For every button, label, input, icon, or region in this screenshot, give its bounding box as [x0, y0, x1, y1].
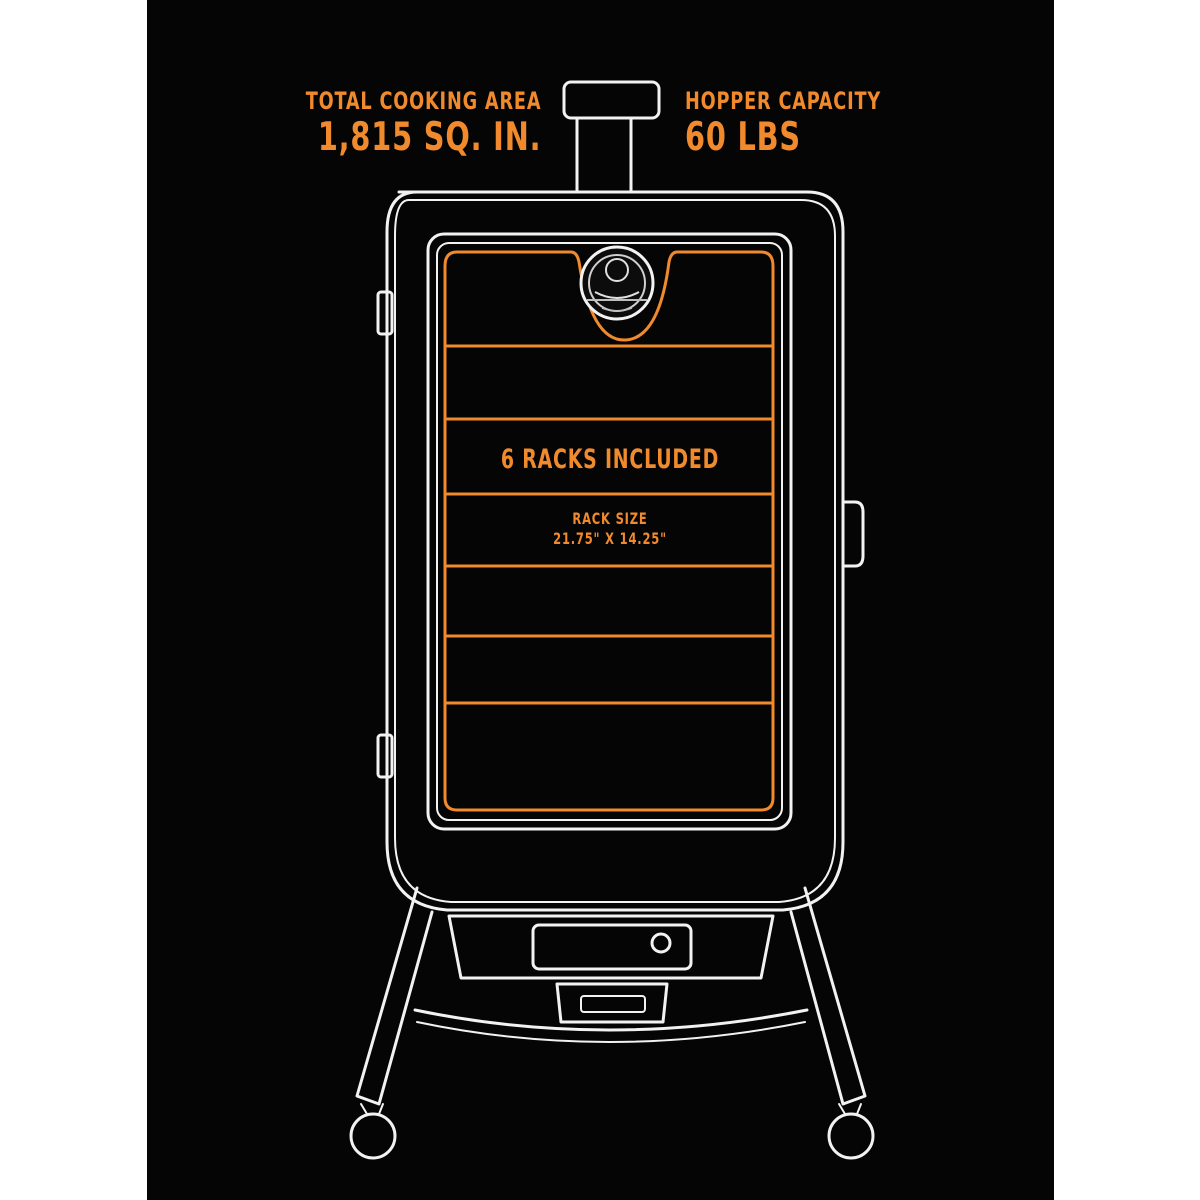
rack-size-note: RACK SIZE 21.75" X 14.25" [490, 509, 730, 549]
cooking-area-value: 1,815 SQ. IN. [317, 115, 541, 160]
ash-drawer [447, 914, 775, 1024]
rack-size-label: RACK SIZE [572, 509, 648, 528]
cooking-area-label: TOTAL COOKING AREA [305, 87, 541, 115]
smoker-illustration [349, 80, 875, 1160]
cooking-area-spec: TOTAL COOKING AREA 1,815 SQ. IN. [254, 89, 541, 157]
caster-right [827, 1112, 875, 1160]
rack-lines [445, 344, 773, 705]
cabinet-body-inner [394, 199, 836, 903]
rack-size-value: 21.75" X 14.25" [553, 529, 667, 548]
door-window-inner [436, 242, 783, 821]
door-window-outer [426, 232, 793, 831]
door-hinge-top [376, 290, 394, 336]
hopper-capacity-spec: HOPPER CAPACITY 60 LBS [685, 89, 924, 157]
legs [355, 886, 867, 1106]
temperature-gauge-icon [579, 245, 655, 321]
chimney [562, 80, 661, 192]
door-hinge-bottom [376, 733, 394, 779]
racks-included-title: 6 RACKS INCLUDED [500, 444, 720, 475]
cabinet-body [385, 190, 845, 912]
caster-left [349, 1112, 397, 1160]
hopper-capacity-value: 60 LBS [685, 115, 801, 160]
hopper-capacity-label: HOPPER CAPACITY [685, 87, 882, 115]
infographic-panel: TOTAL COOKING AREA 1,815 SQ. IN. HOPPER … [147, 0, 1054, 1200]
door-handle [841, 500, 865, 568]
lower-rail [413, 1008, 809, 1032]
drawer-knob [650, 932, 672, 954]
